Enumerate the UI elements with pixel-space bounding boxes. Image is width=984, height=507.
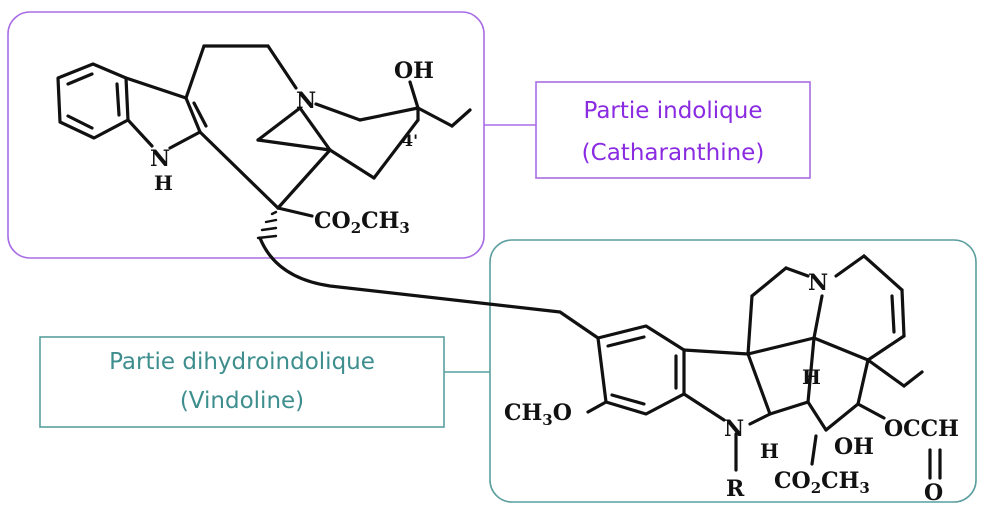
atom-n-top: N (296, 88, 316, 114)
atom-ester-bottom: CO2CH3 (774, 468, 870, 497)
atom-acetate-o: O (924, 480, 943, 506)
atom-n-vindoline: N (724, 416, 744, 442)
catharanthine-label-box (535, 81, 811, 179)
atom-oh-lower: OH (834, 434, 874, 460)
atom-h-center: H (802, 365, 821, 389)
linker-bond (258, 236, 600, 340)
atom-oh-top: OH (394, 58, 434, 84)
atom-h-lower: H (760, 439, 779, 463)
atom-r-group: R (726, 476, 745, 502)
atom-n-indole: N (150, 146, 170, 172)
atom-n-vindoline-top: N (808, 270, 828, 296)
atom-h-indole: H (154, 171, 173, 195)
catharanthine-label-line1: Partie indolique (583, 98, 762, 124)
catharanthine-box (7, 11, 485, 259)
atom-ester-top: CO2CH3 (314, 208, 410, 237)
vindoline-label-line1: Partie dihydroindolique (109, 349, 375, 375)
hashed-bond (256, 210, 278, 240)
catharanthine-label-line2: (Catharanthine) (582, 140, 765, 166)
catharanthine-bonds (56, 44, 472, 218)
vindoline-bonds (586, 254, 942, 480)
vindoline-label-box (39, 336, 445, 428)
atom-acetate: OCCH (884, 416, 959, 442)
vindoline-box (489, 239, 977, 503)
atom-methoxy: CH3O (504, 400, 572, 429)
atom-label-4prime: 4' (402, 131, 418, 150)
vindoline-label-line2: (Vindoline) (180, 388, 304, 414)
